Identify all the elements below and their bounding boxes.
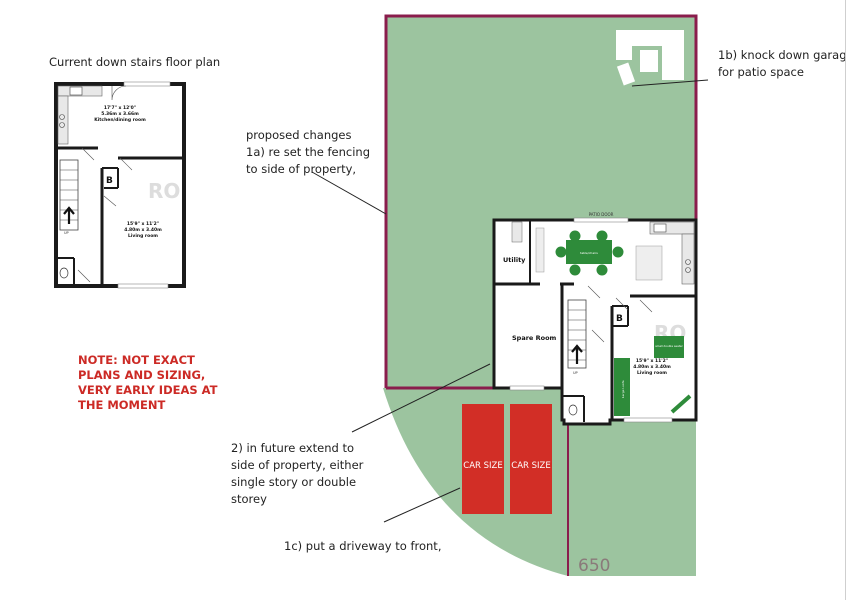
garage-footprint [616,30,684,86]
proposed-floor-plan: PATIO DOOR Utility [492,212,698,426]
current-stairs-up-label: UP [64,231,69,235]
dining-table-label: table/chairs [580,251,598,255]
dining-table [566,240,612,264]
leader-line [383,487,461,523]
annotation-extend: 2) in future extend to side of property,… [231,363,491,506]
annotation-line: storey [231,492,267,506]
dining-chair [569,264,581,276]
dining-chair [569,230,581,242]
current-kitchen-label: Kitchen/dining room [94,117,146,123]
scale-number: 650 [578,556,610,576]
spare-room-label: Spare Room [512,334,557,342]
annotation-line: 1b) knock down garage [718,48,846,62]
proposed-toilet-icon [568,404,578,416]
utility-counter [511,221,523,243]
current-door-swing [103,195,117,207]
note-line: THE MOMENT [78,398,165,412]
hob-icon [685,267,691,273]
current-living-label: Living room [128,233,158,239]
current-watermark: RO [148,179,180,203]
annotation-line: to side of property, [246,162,356,176]
sofa-label: Large l-sofa [621,380,625,398]
proposed-living-dims-ft: 15'9" x 11'2" [636,358,668,364]
current-toilet-icon [59,267,69,279]
current-kitchen-dims-m: 5.36m x 3.66m [101,111,139,117]
current-door-swing [77,269,91,283]
annotation-line: 1a) re set the fencing [246,145,370,159]
annotation-line: proposed changes [246,128,351,142]
leader-line [311,171,387,215]
car-space-1: CAR SIZE [462,404,504,514]
proposed-stairs-arrow-icon [571,344,583,364]
current-floor-plan: Current down stairs floor plan [49,55,220,289]
proposed-living-dims-m: 4.80m x 3.40m [633,364,671,370]
sofa [614,358,630,416]
car-space-label: CAR SIZE [463,461,502,471]
current-window-top [123,81,171,87]
proposed-stairs-up-label: UP [573,371,578,375]
double-seater-label: small double seater [655,344,683,348]
proposed-door-swing [587,285,653,343]
kitchen-counter-side [681,233,695,285]
current-living-dims-m: 4.80m x 3.40m [124,227,162,233]
annotation-line: 2) in future extend to [231,441,354,455]
note-block: NOTE: NOT EXACT PLANS AND SIZING, VERY E… [78,353,218,412]
note-line: VERY EARLY IDEAS AT [78,383,218,397]
annotation-garage: 1b) knock down garage for patio space [631,48,846,87]
dining-chair [555,246,567,258]
dining-chair [596,264,608,276]
current-hob-icon [59,114,65,120]
current-hob-icon [59,122,65,128]
note-line: PLANS AND SIZING, [78,368,205,382]
kitchen-sink-icon [653,223,667,233]
proposed-boiler-label: B [616,314,623,324]
leader-line [631,79,709,87]
living-window [623,417,673,423]
spare-room-window [509,385,545,391]
kitchen-island [635,245,663,281]
tv-unit [670,394,692,414]
annotation-line: single story or double [231,475,356,489]
current-window-bottom [117,283,169,289]
utility-label: Utility [503,256,526,264]
proposed-living-label: Living room [637,370,667,376]
dining-chair [596,230,608,242]
note-line: NOTE: NOT EXACT [78,353,195,367]
leader-line [351,363,491,433]
current-stairs-arrow-icon [63,206,75,224]
current-plan-title: Current down stairs floor plan [49,55,220,69]
annotation-fencing: proposed changes 1a) re set the fencing … [246,128,387,215]
current-kitchen-counter-side [57,95,69,145]
current-door-swing [111,85,127,101]
annotation-line: side of property, either [231,458,364,472]
car-space-label: CAR SIZE [511,461,550,471]
double-seater [654,336,684,358]
hob-icon [685,259,691,265]
annotation-line: 1c) put a driveway to front, [284,539,441,553]
annotation-driveway: 1c) put a driveway to front, [284,487,461,553]
patio-door [573,217,629,223]
current-door-swing [81,147,133,171]
current-living-dims-ft: 15'9" x 11'2" [127,221,159,227]
dining-chair [612,246,624,258]
current-boiler-label: B [106,176,113,186]
current-sink-icon [69,86,83,96]
utility-appliance [535,227,545,273]
current-kitchen-dims-ft: 17'7" x 12'0" [104,105,136,111]
car-space-2: CAR SIZE [510,404,552,514]
annotation-line: for patio space [718,65,804,79]
patio-door-label: PATIO DOOR [589,212,614,217]
